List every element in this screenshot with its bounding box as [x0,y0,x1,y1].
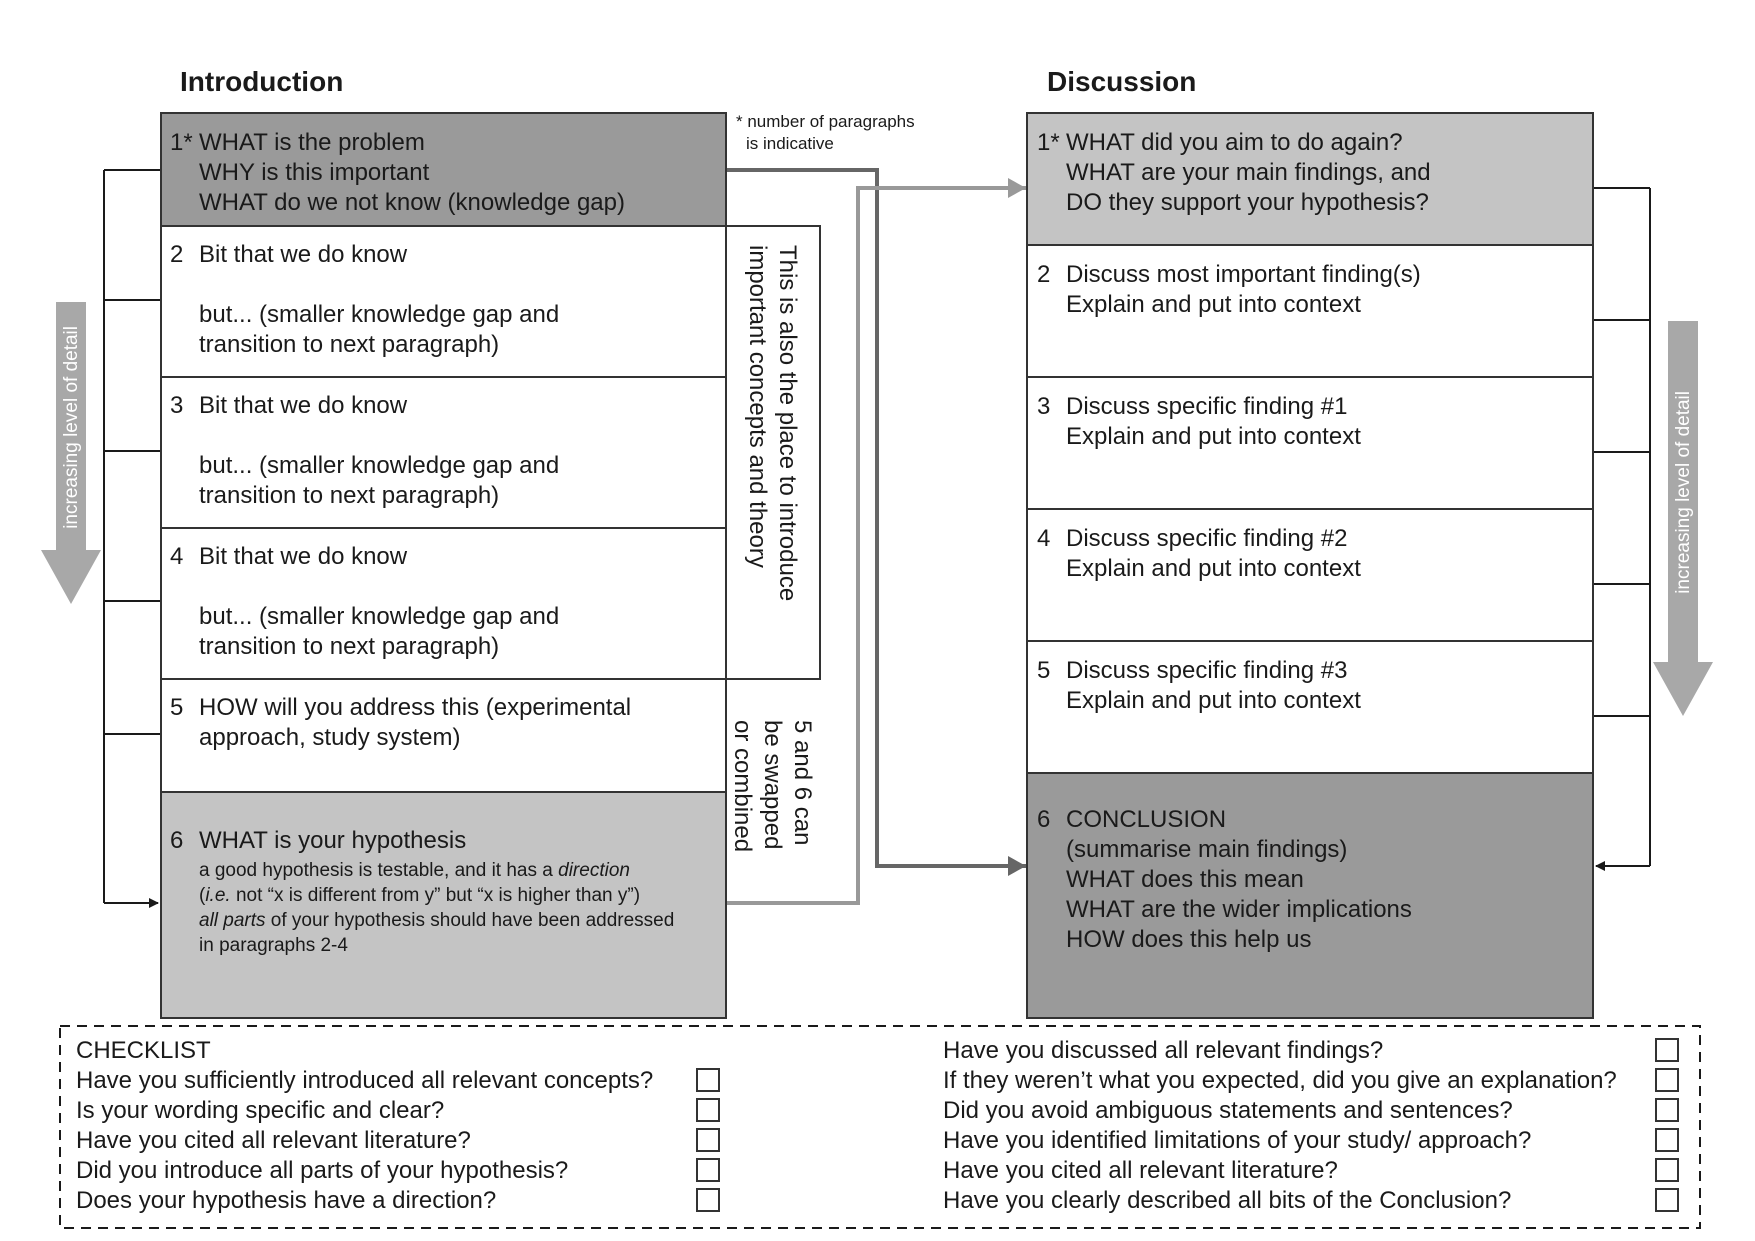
checklist-right-checkbox-2[interactable] [1655,1068,1679,1092]
hypothesis-detail-1: a good hypothesis is testable, and it ha… [199,860,630,881]
checklist-left-checkbox-5[interactable] [696,1188,720,1212]
checklist-left-item-1: Have you sufficiently introduced all rel… [76,1067,654,1094]
discussion-paragraph-6-conclusion: 6 CONCLUSION (summarise main findings) W… [1026,772,1594,1019]
checklist-right-item-2: If they weren’t what you expected, did y… [943,1067,1617,1094]
checklist-right-item-1: Have you discussed all relevant findings… [943,1037,1384,1064]
right-detail-arrow-label-wrap: increasing level of detail [1672,326,1696,659]
checklist-right-item-3: Did you avoid ambiguous statements and s… [943,1097,1513,1124]
discussion-paragraph-3: 3 Discuss specific finding #1 Explain an… [1026,376,1594,510]
checklist-right-item-6: Have you clearly described all bits of t… [943,1187,1512,1214]
right-detail-arrow [1653,321,1713,716]
checklist-left-item-2: Is your wording specific and clear? [76,1097,445,1124]
checklist-left-checkbox-4[interactable] [696,1158,720,1182]
right-detail-arrow-label: increasing level of detail [1673,391,1694,594]
discussion-bracket [1594,187,1651,871]
checklist-left-checkbox-1[interactable] [696,1068,720,1092]
hypothesis-detail-3: all parts of your hypothesis should have… [199,910,675,931]
checklist-right-checkbox-6[interactable] [1655,1188,1679,1212]
intro-bracket [103,169,160,908]
connector-intro1-to-conclusion [727,168,1026,876]
paragraph-count-note: * number of paragraphs is indicative [736,112,915,153]
intro-paragraph-5: 5 HOW will you address this (experimenta… [160,678,727,793]
checklist-left-checkbox-2[interactable] [696,1098,720,1122]
introduction-title: Introduction [180,66,344,97]
checklist-left-checkbox-3[interactable] [696,1128,720,1152]
hypothesis-detail-4: in paragraphs 2-4 [199,935,348,956]
connector-hypothesis-to-discussion1 [727,178,1026,905]
checklist-right-checkbox-5[interactable] [1655,1158,1679,1182]
discussion-paragraph-2: 2 Discuss most important finding(s) Expl… [1026,244,1594,378]
discussion-paragraph-1: 1* WHAT did you aim to do again? WHAT ar… [1026,112,1594,246]
intro-paragraph-2: 2 Bit that we do know but... (smaller kn… [160,225,727,378]
left-detail-arrow [41,302,101,604]
discussion-title: Discussion [1047,66,1197,97]
checklist-right-checkbox-4[interactable] [1655,1128,1679,1152]
intro-paragraph-6-hypothesis: 6 WHAT is your hypothesis a good hypothe… [160,791,727,1019]
checklist-heading: CHECKLIST [76,1037,211,1064]
intro-paragraph-1: 1* WHAT is the problem WHY is this impor… [160,112,727,227]
checklist-right-checkbox-1[interactable] [1655,1038,1679,1062]
checklist-right-item-5: Have you cited all relevant literature? [943,1157,1338,1184]
checklist-left-item-5: Does your hypothesis have a direction? [76,1187,497,1214]
discussion-paragraph-4: 4 Discuss specific finding #2 Explain an… [1026,508,1594,642]
left-detail-arrow-label: increasing level of detail [61,325,82,529]
discussion-paragraph-5: 5 Discuss specific finding #3 Explain an… [1026,640,1594,774]
checklist-border [59,1025,1701,1229]
checklist-left-item-4: Did you introduce all parts of your hypo… [76,1157,569,1184]
checklist-right-item-4: Have you identified limitations of your … [943,1127,1532,1154]
intro-paragraph-4: 4 Bit that we do know but... (smaller kn… [160,527,727,680]
checklist-left-item-3: Have you cited all relevant literature? [76,1127,471,1154]
left-detail-arrow-label-wrap: increasing level of detail [60,307,84,547]
hypothesis-detail-2: (i.e. not “x is different from y” but “x… [199,885,641,906]
checklist-right-checkbox-3[interactable] [1655,1098,1679,1122]
intro-paragraph-3: 3 Bit that we do know but... (smaller kn… [160,376,727,529]
